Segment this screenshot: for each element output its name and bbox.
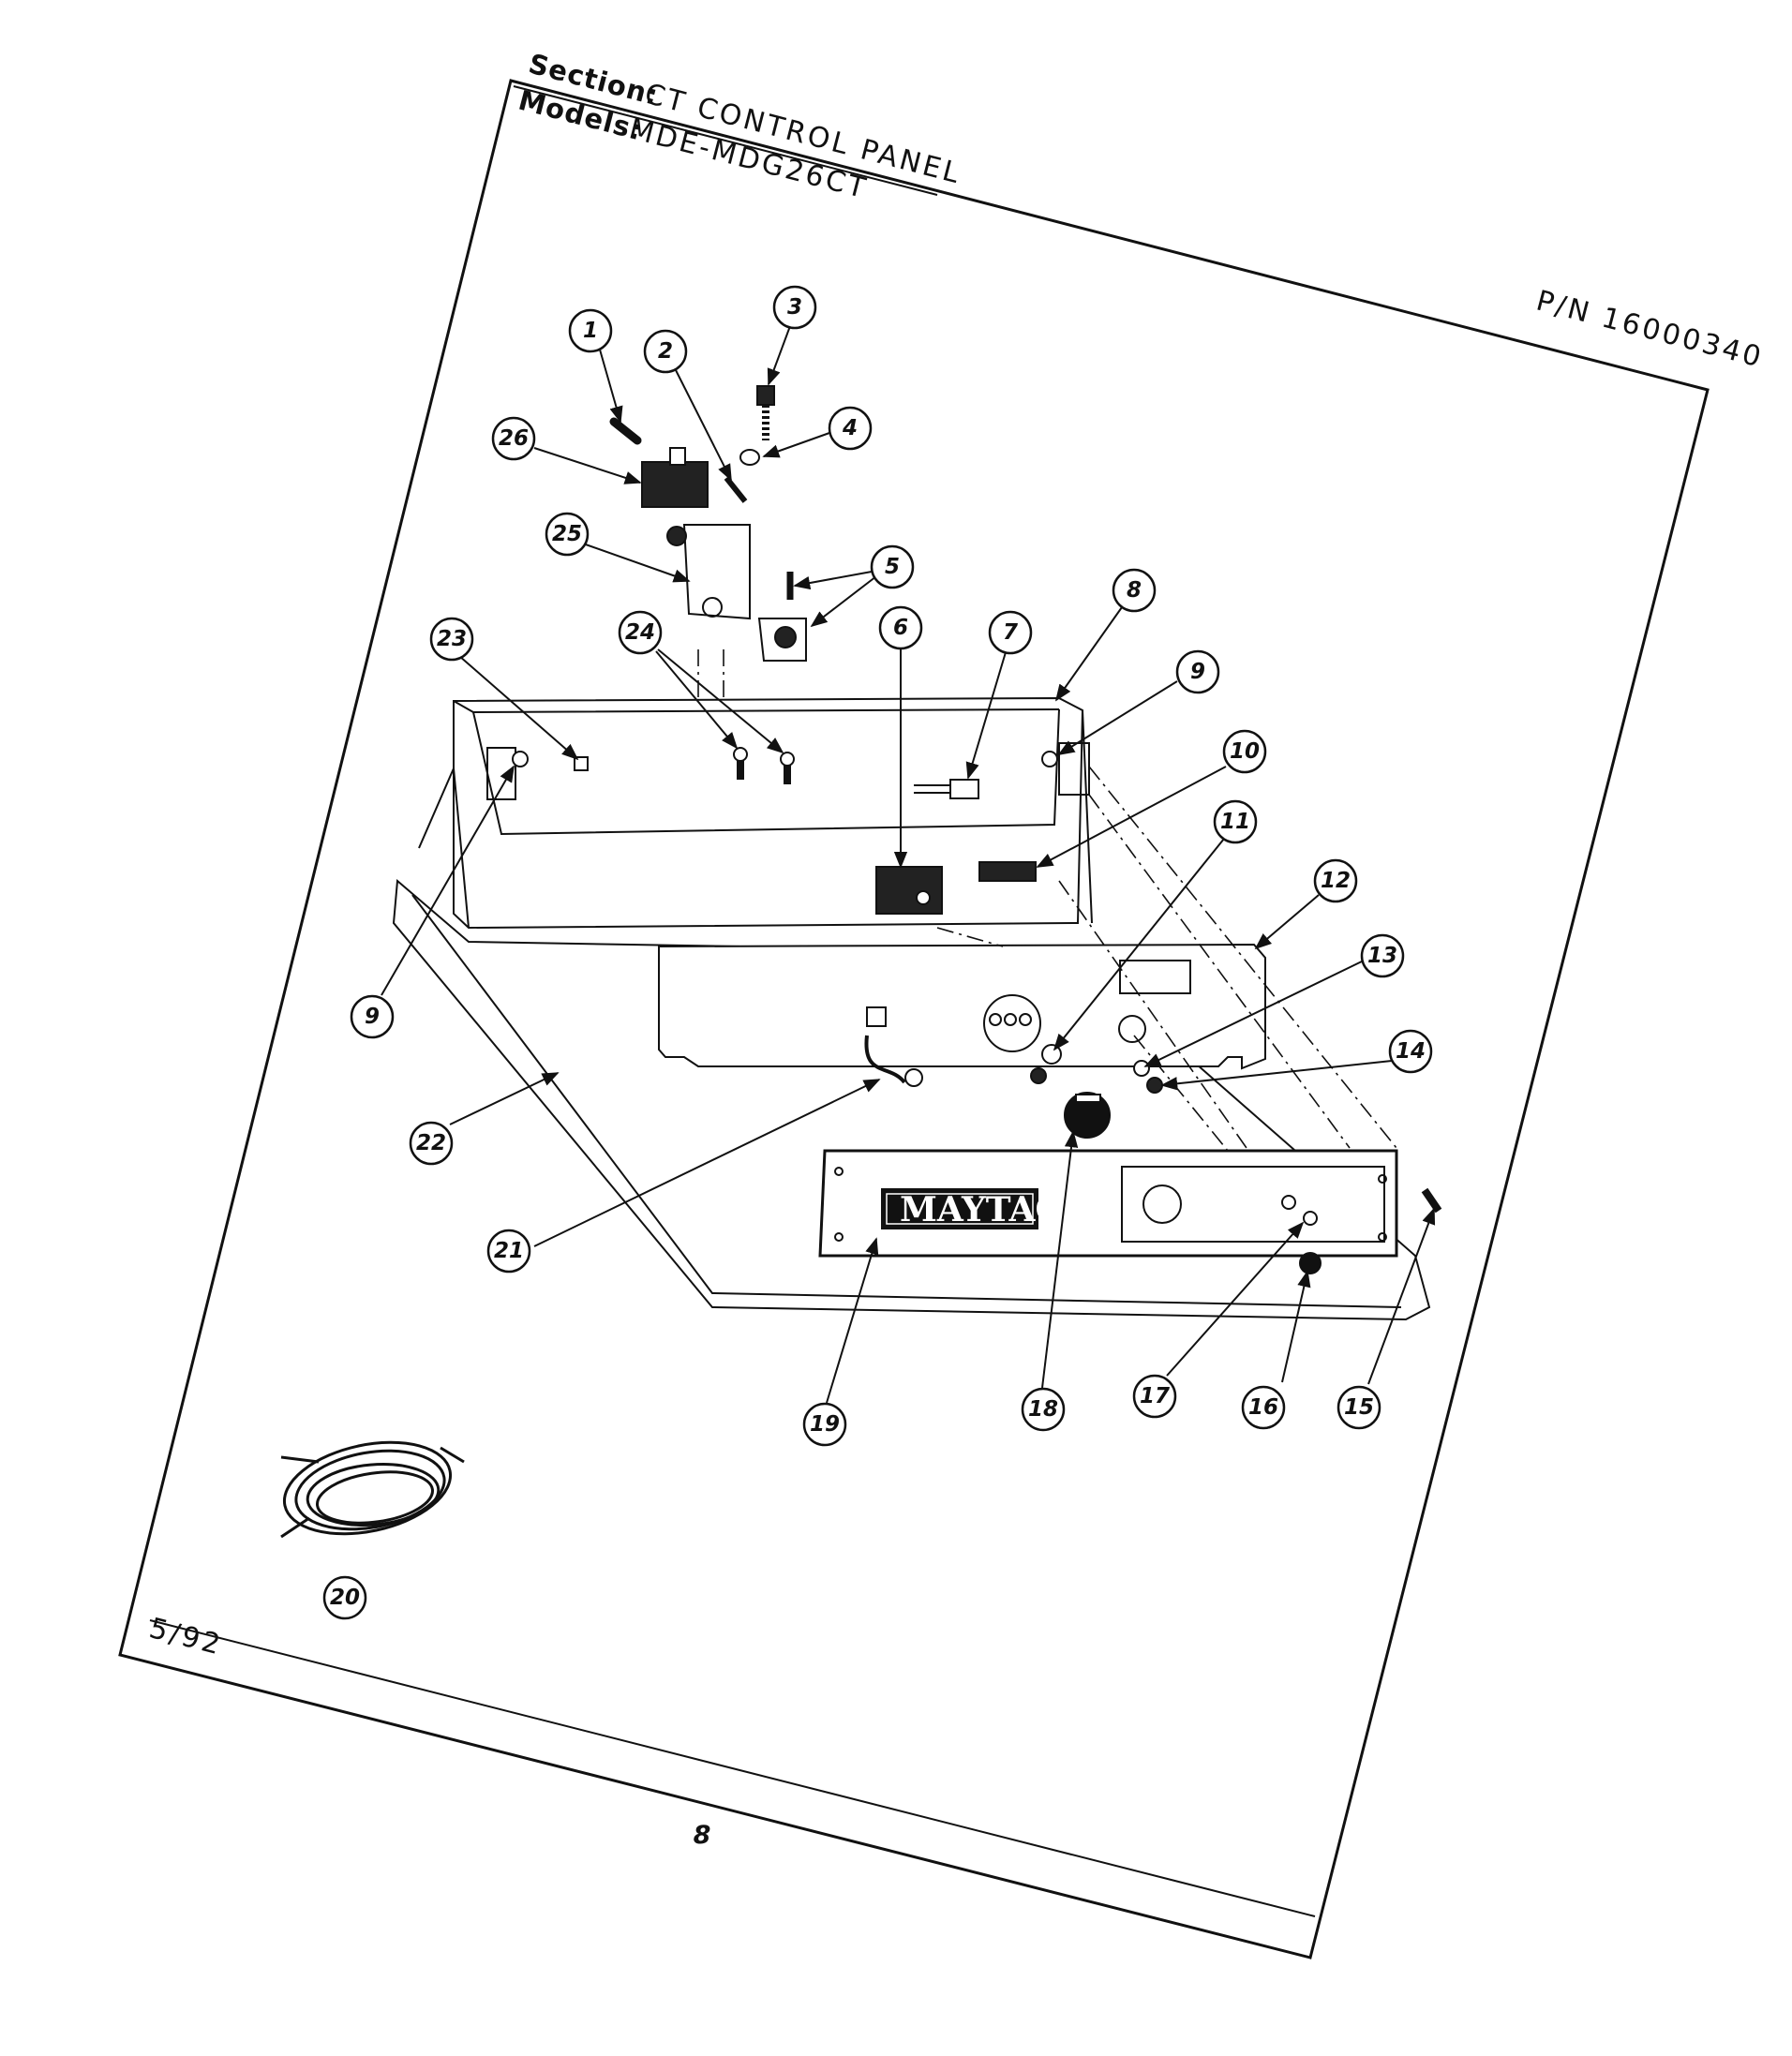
callout-9-right[interactable]: 9	[1175, 649, 1220, 694]
wire-harness	[280, 1440, 465, 1539]
svg-text:20: 20	[330, 1586, 360, 1610]
svg-text:25: 25	[552, 522, 582, 546]
svg-text:MAYTAG: MAYTAG	[900, 1190, 1064, 1229]
svg-text:9: 9	[365, 1005, 380, 1029]
maytag-logo: MAYTAG	[881, 1188, 1064, 1229]
callout-5[interactable]: 5	[870, 544, 915, 589]
callout-7[interactable]: 7	[988, 610, 1033, 655]
callout-23[interactable]: 23	[429, 617, 474, 662]
svg-text:5: 5	[885, 555, 900, 579]
svg-text:26: 26	[499, 426, 529, 451]
callout-22[interactable]: 22	[409, 1121, 454, 1166]
callout-26[interactable]: 26	[491, 416, 536, 461]
control-panel-drawing	[392, 649, 1431, 1321]
svg-text:23: 23	[437, 627, 467, 651]
svg-text:12: 12	[1321, 869, 1351, 893]
callout-3[interactable]: 3	[772, 285, 817, 330]
callout-13[interactable]: 13	[1360, 933, 1405, 978]
svg-text:16: 16	[1248, 1395, 1278, 1420]
header-divider	[513, 85, 938, 196]
svg-text:10: 10	[1230, 739, 1260, 764]
callout-19[interactable]: 19	[802, 1402, 847, 1447]
callout-21[interactable]: 21	[486, 1229, 531, 1274]
svg-text:7: 7	[1003, 620, 1018, 645]
callout-1[interactable]: 1	[568, 308, 613, 353]
footer-divider	[149, 1619, 1316, 1917]
callouts: 1 2 3 4 5 6 7 8 9 9 10 11 12 13 14 15 16…	[322, 285, 1433, 1620]
svg-text:15: 15	[1344, 1395, 1374, 1420]
svg-text:24: 24	[625, 620, 655, 645]
callout-2[interactable]: 2	[643, 329, 688, 374]
svg-text:21: 21	[494, 1239, 524, 1263]
svg-text:22: 22	[416, 1131, 446, 1155]
callout-20[interactable]: 20	[322, 1575, 367, 1620]
svg-text:1: 1	[583, 319, 598, 343]
svg-text:14: 14	[1396, 1039, 1426, 1064]
svg-text:2: 2	[658, 339, 673, 364]
svg-text:17: 17	[1140, 1384, 1170, 1408]
component-parts	[280, 385, 1442, 1539]
callout-14[interactable]: 14	[1388, 1029, 1433, 1074]
callout-17[interactable]: 17	[1132, 1374, 1177, 1419]
callout-10[interactable]: 10	[1222, 729, 1267, 774]
callout-6[interactable]: 6	[878, 605, 923, 650]
callout-15[interactable]: 15	[1337, 1385, 1381, 1430]
svg-text:6: 6	[893, 616, 908, 640]
leader-lines	[381, 325, 1436, 1404]
page-number: 8	[694, 1821, 711, 1850]
callout-9-left[interactable]: 9	[350, 994, 395, 1039]
svg-text:19: 19	[810, 1412, 840, 1437]
svg-text:3: 3	[787, 295, 802, 320]
callout-16[interactable]: 16	[1241, 1385, 1286, 1430]
svg-text:9: 9	[1190, 660, 1205, 684]
svg-text:11: 11	[1220, 810, 1250, 834]
callout-18[interactable]: 18	[1021, 1387, 1066, 1432]
callout-25[interactable]: 25	[545, 512, 590, 557]
svg-text:18: 18	[1028, 1397, 1058, 1422]
callout-11[interactable]: 11	[1213, 799, 1258, 844]
callout-24[interactable]: 24	[618, 610, 663, 655]
rear-panel	[658, 943, 1266, 1070]
callout-8[interactable]: 8	[1112, 568, 1157, 613]
svg-text:13: 13	[1367, 944, 1397, 968]
svg-text:4: 4	[842, 416, 858, 440]
svg-text:8: 8	[1127, 578, 1142, 603]
callout-12[interactable]: 12	[1313, 858, 1358, 903]
callout-4[interactable]: 4	[828, 406, 873, 451]
